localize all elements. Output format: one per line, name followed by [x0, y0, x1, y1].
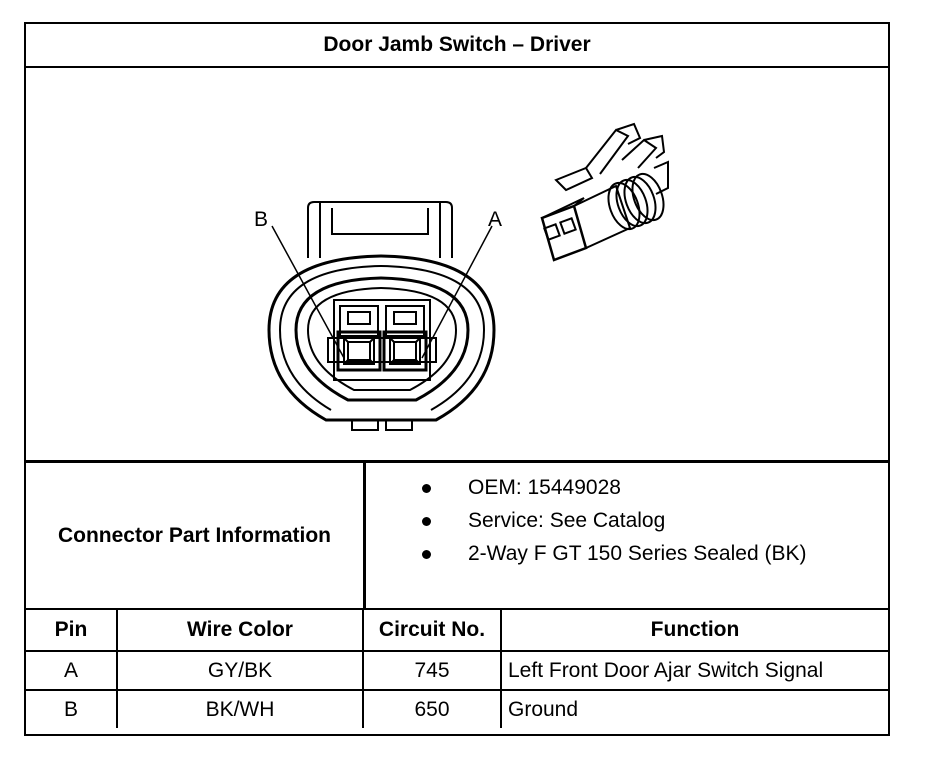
- cell-wire-color: BK/WH: [116, 689, 364, 728]
- cell-circuit-no: 650: [362, 689, 502, 728]
- info-item-description: 2-Way F GT 150 Series Sealed (BK): [366, 537, 806, 570]
- connector-sheet: Door Jamb Switch – Driver: [24, 22, 890, 736]
- cell-function: Left Front Door Ajar Switch Signal: [500, 650, 888, 691]
- connector-part-info: Connector Part Information OEM: 15449028…: [26, 460, 888, 610]
- cell-pin: B: [26, 689, 118, 728]
- connector-drawing: B A: [254, 122, 669, 431]
- connector-diagram: B A: [26, 68, 888, 460]
- header-pin: Pin: [26, 610, 118, 652]
- table-row: A GY/BK 745 Left Front Door Ajar Switch …: [26, 650, 888, 691]
- cell-wire-color: GY/BK: [116, 650, 364, 691]
- cell-circuit-no: 745: [362, 650, 502, 691]
- connector-part-info-label: Connector Part Information: [26, 463, 366, 608]
- connector-part-info-list: OEM: 15449028 Service: See Catalog 2-Way…: [366, 471, 806, 570]
- pin-table: Pin Wire Color Circuit No. Function A GY…: [26, 610, 888, 728]
- connector-face-drawing: [267, 201, 496, 431]
- header-wire-color: Wire Color: [116, 610, 364, 652]
- header-circuit-no: Circuit No.: [362, 610, 502, 652]
- pin-label-a: A: [488, 208, 502, 231]
- cell-function: Ground: [500, 689, 888, 728]
- cell-pin: A: [26, 650, 118, 691]
- info-item-service: Service: See Catalog: [366, 504, 806, 537]
- pin-label-b: B: [254, 208, 268, 231]
- info-item-oem: OEM: 15449028: [366, 471, 806, 504]
- table-row: B BK/WH 650 Ground: [26, 689, 888, 728]
- sheet-title: Door Jamb Switch – Driver: [26, 24, 888, 68]
- header-function: Function: [500, 610, 888, 652]
- connector-isometric-drawing: [540, 122, 669, 262]
- pin-table-header-row: Pin Wire Color Circuit No. Function: [26, 610, 888, 652]
